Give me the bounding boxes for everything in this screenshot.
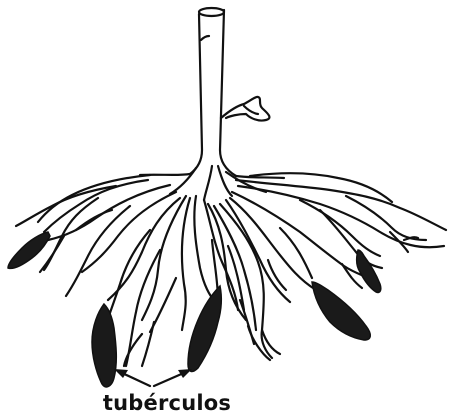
arrowhead-left (114, 369, 128, 378)
tubers-label: tubérculos (0, 391, 334, 415)
stem (190, 8, 236, 176)
tuber-center-right (312, 282, 370, 340)
leaf-bud (221, 97, 269, 121)
tuber-center-left (188, 286, 221, 371)
tubers (8, 232, 381, 387)
label-arrows (120, 372, 186, 386)
tuber-left (92, 304, 116, 387)
roots-right (226, 173, 446, 302)
tuber-far-left (8, 232, 50, 268)
